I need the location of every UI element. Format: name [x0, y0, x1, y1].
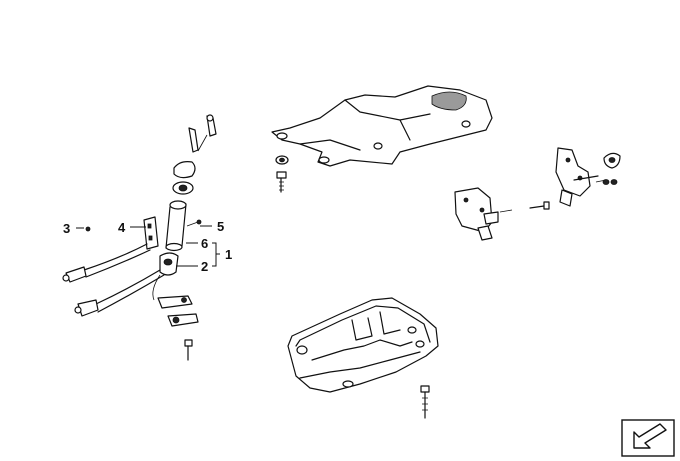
tray-housing	[287, 297, 439, 419]
callout-leaders	[76, 225, 220, 267]
cover-plate	[271, 85, 493, 193]
callout-6: 6	[201, 236, 208, 251]
lever-assembly	[62, 114, 217, 361]
callout-5: 5	[217, 219, 224, 234]
callout-1: 1	[225, 247, 232, 262]
callout-3: 3	[63, 221, 70, 236]
bracket-assembly	[454, 147, 621, 241]
callout-2: 2	[201, 259, 208, 274]
callout-4: 4	[118, 220, 126, 235]
navigation-arrow-icon[interactable]	[621, 419, 675, 457]
